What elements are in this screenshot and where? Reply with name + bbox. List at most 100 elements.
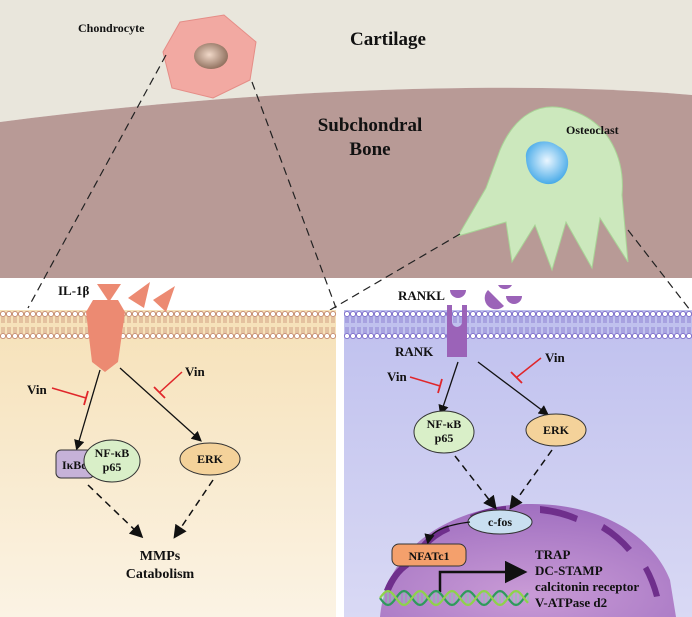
lipid-head [329,310,337,318]
lipid-head [385,332,393,340]
mmps-label-line2: Catabolism [126,567,195,582]
lipid-head [679,332,687,340]
lipid-head [355,332,363,340]
lipid-head [673,332,681,340]
lipid-head [379,310,387,318]
lipid-head [511,332,519,340]
left-vin-nfkb-bar [83,390,89,406]
lipid-head [281,310,289,318]
lipid-head [53,310,61,318]
arrow-il1b-to-erk [119,367,202,442]
lipid-head [287,310,295,318]
lipid-head [173,332,181,340]
lipid-head [415,310,423,318]
lipid-head [355,310,363,318]
lipid-head [589,332,597,340]
lipid-head [233,332,241,340]
lipid-head [535,332,543,340]
gene-v-atpase-d2: V-ATPase d2 [535,595,607,610]
lipid-head [287,332,295,340]
lipid-head [161,332,169,340]
lipid-head [559,332,567,340]
nfatc1-label: NFATc1 [408,549,449,563]
lipid-head [155,332,163,340]
il1b-receptor [86,300,125,372]
zoom-line-chondrocyte-right [251,81,337,309]
lipid-head [667,310,675,318]
lipid-head [493,310,501,318]
cartilage-label: Cartilage [350,29,426,50]
lipid-head [161,310,169,318]
lipid-head [269,332,277,340]
lipid-head [349,332,357,340]
il1b-ligand-3 [153,286,175,312]
cartilage-layer [0,0,692,122]
lipid-head [577,310,585,318]
lipid-head [595,310,603,318]
lipid-head [137,310,145,318]
lipid-head [379,332,387,340]
lipid-head [47,332,55,340]
arrow-rank-to-nfkb [438,361,459,416]
lipid-head [251,332,259,340]
right-erk-node [525,413,587,447]
lipid-head [553,310,561,318]
left-erk-node [179,442,241,476]
right-vin-nfkb-inhibitor [409,376,441,387]
lipid-head [281,332,289,340]
lipid-head [475,332,483,340]
lipid-head [631,310,639,318]
rankl-ligand-3 [506,296,522,304]
right-nfkb-label-line2: p65 [435,431,454,445]
lipid-head [469,332,477,340]
lipid-head [137,332,145,340]
lipid-head [601,310,609,318]
dna-helix [379,589,529,607]
lipid-head [361,310,369,318]
lipid-head [487,332,495,340]
lipid-head [433,310,441,318]
lipid-head [227,310,235,318]
lipid-head [29,310,37,318]
lipid-head [311,310,319,318]
lipid-head [245,310,253,318]
lipid-head [143,332,151,340]
lipid-head [179,310,187,318]
lipid-head [403,332,411,340]
right-vin-nfkb-bar [437,378,443,394]
right-vin-nfkb-label: Vin [387,369,408,384]
right-nfkb-label-line1: NF-κB [427,417,462,431]
lipid-head [655,332,663,340]
lipid-head [293,332,301,340]
lipid-head [367,332,375,340]
lipid-head [673,310,681,318]
lipid-head [323,332,331,340]
lipid-head [565,332,573,340]
lipid-head [77,310,85,318]
lipid-head [481,310,489,318]
lipid-head [155,310,163,318]
lipid-head [529,332,537,340]
lipid-head [373,310,381,318]
il1b-label: IL-1β [58,283,90,298]
lipid-head [577,332,585,340]
lipid-head [257,332,265,340]
lipid-head [439,332,447,340]
lipid-head [397,310,405,318]
lipid-head [0,332,7,340]
lipid-head [661,310,669,318]
osteoclast-nucleus-large [380,504,676,617]
lipid-head [215,310,223,318]
lipid-head [299,310,307,318]
gene-dc-stamp: DC-STAMP [535,563,603,578]
lipid-head [251,310,259,318]
lipid-head [613,310,621,318]
lipid-head [323,310,331,318]
lipid-head [499,332,507,340]
lipid-head [415,332,423,340]
lipid-head [475,310,483,318]
lipid-head [661,332,669,340]
cfos-label: c-fos [488,515,512,529]
lipid-head [29,332,37,340]
